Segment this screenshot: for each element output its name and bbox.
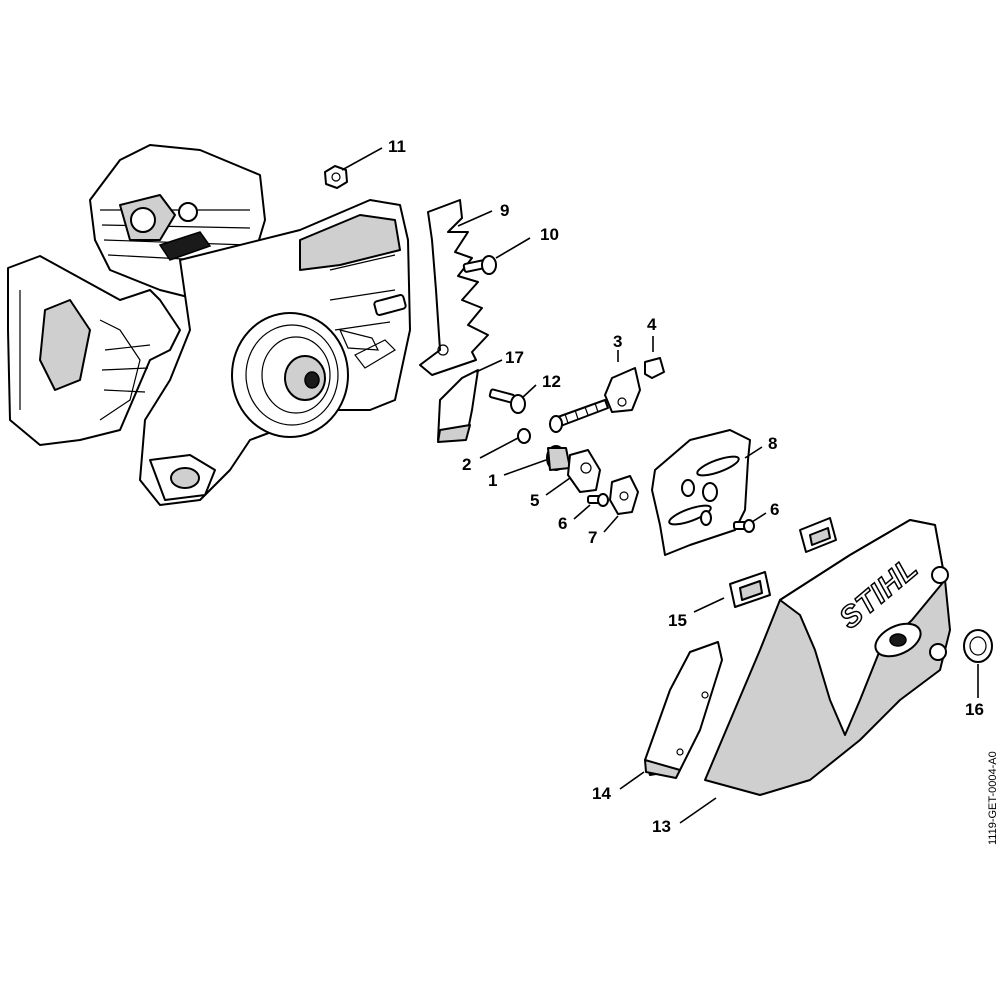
part-11-nut [324, 165, 348, 189]
part-6b-screw [733, 519, 755, 533]
callout-11: 11 [388, 137, 406, 156]
part-7-retainer [609, 475, 639, 515]
callout-12: 12 [542, 372, 561, 391]
callout-4: 4 [647, 315, 657, 334]
callout-16: 16 [965, 700, 984, 719]
callout-1: 1 [488, 471, 497, 490]
engine-housing [7, 144, 411, 506]
part-5-bracket [567, 449, 601, 493]
callout-5: 5 [530, 491, 539, 510]
callout-6b: 6 [770, 500, 779, 519]
callout-17: 17 [505, 348, 524, 367]
callout-labels: 11 9 10 3 4 17 12 2 1 5 6 7 8 6 15 16 14… [388, 137, 984, 836]
callout-7: 7 [588, 528, 597, 547]
part-17-chain-catcher [437, 369, 479, 443]
part-16-collar-nut [963, 629, 993, 663]
callout-2: 2 [462, 455, 471, 474]
cover-insert-top [799, 517, 837, 553]
part-3-tensioner-slide [604, 367, 641, 413]
part-14-cover-strip [644, 641, 723, 779]
callout-8: 8 [768, 434, 777, 453]
callout-15: 15 [668, 611, 687, 630]
leader-lines [341, 147, 979, 824]
part-4-clip [644, 357, 665, 379]
document-id: 1119-GET-0004-A0 [987, 751, 999, 845]
part-12-screw [488, 388, 526, 414]
part-10-screw [462, 255, 497, 275]
callout-6a: 6 [558, 514, 567, 533]
part-9-spiked-bumper [419, 199, 489, 376]
part-6a-screw [587, 493, 609, 507]
part-13-sprocket-cover: STIHL [704, 519, 951, 796]
tensioner-screw [549, 399, 609, 433]
callout-10: 10 [540, 225, 559, 244]
callout-14: 14 [592, 784, 611, 803]
part-15-insert [729, 571, 771, 608]
part-1-pinion [546, 445, 571, 471]
callout-9: 9 [500, 201, 509, 220]
callout-13: 13 [652, 817, 671, 836]
callout-3: 3 [613, 332, 622, 351]
part-8-guide-plate [651, 429, 751, 556]
part-2-washer [517, 428, 531, 444]
